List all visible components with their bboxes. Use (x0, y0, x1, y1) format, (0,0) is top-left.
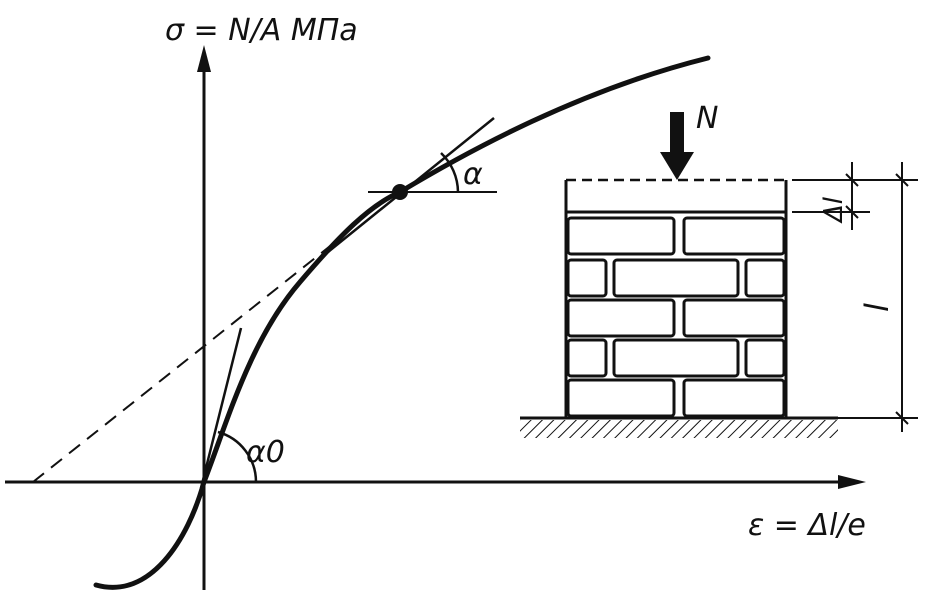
y-axis-label: σ = N/A МПа (165, 13, 358, 48)
masonry-specimen (520, 178, 838, 438)
brick-row (566, 338, 786, 378)
x-axis (5, 475, 866, 489)
secant-dashed-line (32, 242, 335, 483)
x-axis-label: ε = Δl/e (748, 508, 866, 543)
dimension-lines (792, 162, 918, 432)
y-axis-arrow-icon (197, 45, 211, 72)
y-axis (197, 45, 211, 590)
brick-row (566, 298, 786, 338)
brick-row (566, 216, 786, 256)
delta-l-label: Δl (819, 196, 849, 224)
alpha-arc (440, 152, 460, 193)
load-arrow-icon (660, 112, 694, 180)
curve-point (392, 184, 408, 200)
alpha0-label: α0 (246, 435, 285, 470)
stress-strain-curve (93, 55, 711, 590)
ground-hatch (520, 420, 838, 438)
alpha0-arc (217, 430, 258, 483)
x-axis-arrow-icon (838, 475, 866, 489)
alpha-label: α (463, 157, 483, 192)
height-label: l (858, 303, 896, 312)
brick-row (566, 258, 786, 298)
tangent-line (327, 117, 495, 253)
brick-row (566, 378, 786, 418)
load-label: N (696, 101, 718, 136)
initial-tangent-line (199, 327, 243, 489)
